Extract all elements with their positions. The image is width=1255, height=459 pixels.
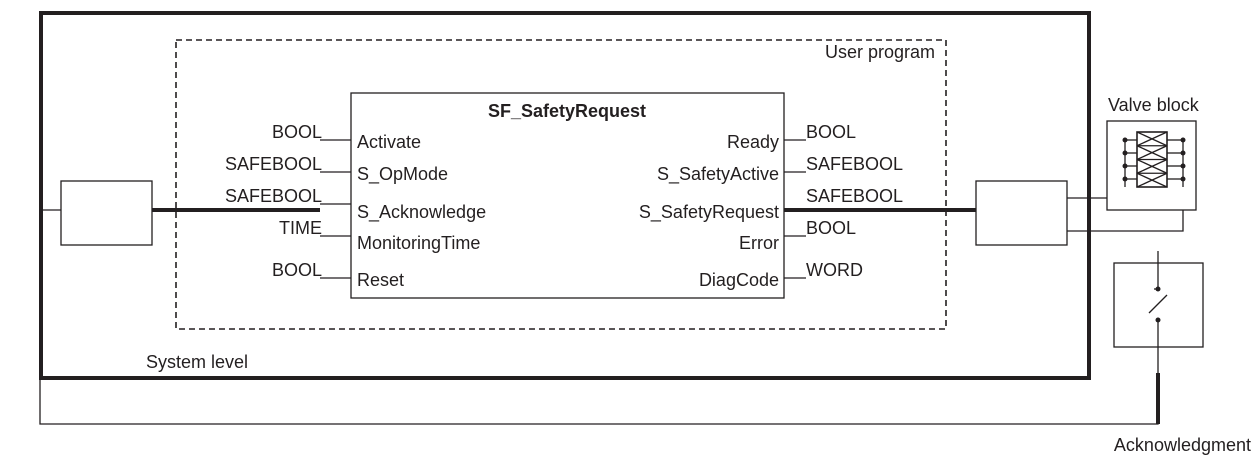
input-name-label: Activate: [357, 132, 421, 152]
input-module-box: [60, 180, 153, 246]
valve-block-label: Valve block: [1108, 95, 1200, 115]
output-name-label: Error: [739, 233, 779, 253]
input-type-label: SAFEBOOL: [225, 154, 322, 174]
output-name-label: Ready: [727, 132, 779, 152]
input-pins: BOOL Activate SAFEBOOL S_OpMode SAFEBOOL…: [225, 122, 486, 290]
user-program-frame: [175, 39, 947, 330]
output-type-label: SAFEBOOL: [806, 154, 903, 174]
system-level-label: System level: [146, 352, 248, 372]
input-name-label: Reset: [357, 270, 404, 290]
output-name-label: DiagCode: [699, 270, 779, 290]
output-type-label: WORD: [806, 260, 863, 280]
acknowledgment-label: Acknowledgment: [1114, 435, 1251, 455]
output-name-label: S_SafetyRequest: [639, 202, 779, 223]
input-name-label: S_Acknowledge: [357, 202, 486, 223]
output-module-box: [975, 180, 1068, 246]
input-type-label: BOOL: [272, 122, 322, 142]
input-name-label: S_OpMode: [357, 164, 448, 185]
output-name-label: S_SafetyActive: [657, 164, 779, 185]
output-type-label: BOOL: [806, 122, 856, 142]
acknowledgment-switch-icon: [1113, 251, 1204, 373]
output-type-label: SAFEBOOL: [806, 186, 903, 206]
user-program-label: User program: [825, 42, 935, 62]
input-type-label: SAFEBOOL: [225, 186, 322, 206]
input-type-label: TIME: [279, 218, 322, 238]
input-type-label: BOOL: [272, 260, 322, 280]
input-name-label: MonitoringTime: [357, 233, 480, 253]
function-block: [350, 92, 785, 299]
valve-block-icon: [1106, 120, 1197, 211]
system-level-frame: [39, 11, 1091, 380]
output-type-label: BOOL: [806, 218, 856, 238]
output-pins: Ready BOOL S_SafetyActive SAFEBOOL Error…: [639, 122, 903, 290]
function-block-title: SF_SafetyRequest: [488, 101, 646, 121]
